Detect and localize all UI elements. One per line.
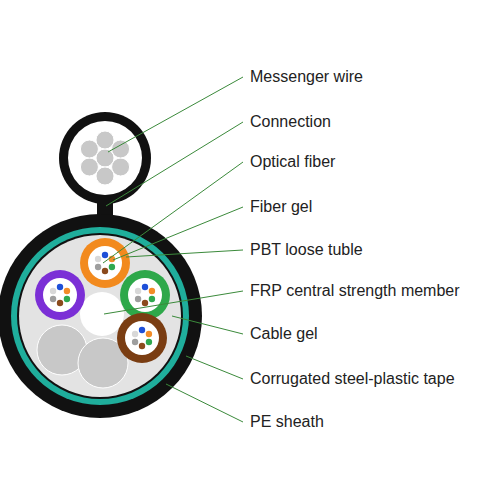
tube-wall xyxy=(35,270,85,320)
messenger-strands xyxy=(80,131,129,185)
optical-fiber xyxy=(132,331,138,337)
optical-fiber xyxy=(95,256,101,262)
part-label: Cable gel xyxy=(249,324,319,344)
tube-wall xyxy=(80,238,130,288)
part-label: Messenger wire xyxy=(249,67,364,87)
optical-fiber xyxy=(102,252,108,258)
part-label: Fiber gel xyxy=(249,197,313,217)
part-label: Corrugated steel-plastic tape xyxy=(249,369,456,389)
pe-sheath xyxy=(0,214,202,418)
pbt-tube xyxy=(35,270,85,320)
optical-fiber xyxy=(132,339,138,345)
optical-fiber xyxy=(149,296,155,302)
loose-tubes xyxy=(35,238,170,363)
messenger-sheath xyxy=(59,112,151,204)
optical-fiber xyxy=(64,288,70,294)
optical-fiber xyxy=(95,264,101,270)
steel-strand xyxy=(96,131,114,149)
messenger-core-ground xyxy=(68,121,142,195)
optical-fiber xyxy=(64,296,70,302)
steel-strand xyxy=(80,158,98,176)
leader-line xyxy=(103,162,243,263)
frp-strength-member xyxy=(80,292,124,336)
leader-line xyxy=(166,384,243,422)
steel-strand xyxy=(80,140,98,158)
optical-fiber xyxy=(135,288,141,294)
optical-fiber xyxy=(142,300,148,306)
part-label: Connection xyxy=(249,112,332,132)
leader-line xyxy=(126,250,243,257)
fiber-gel xyxy=(43,278,77,312)
optical-fiber xyxy=(109,264,115,270)
optical-fiber xyxy=(50,288,56,294)
leader-lines xyxy=(103,77,243,422)
optical-fiber xyxy=(135,296,141,302)
steel-strand xyxy=(96,167,114,185)
cable-gel xyxy=(19,235,181,397)
fiber-gel xyxy=(88,246,122,280)
optical-fiber xyxy=(57,284,63,290)
part-label: FRP central strength member xyxy=(249,281,461,301)
part-label: PBT loose tuble xyxy=(249,240,364,260)
pbt-tube xyxy=(120,270,170,320)
steel-strand xyxy=(96,149,114,167)
steel-plastic-tape xyxy=(11,227,189,405)
leader-line xyxy=(104,291,243,314)
pbt-tube xyxy=(80,238,130,288)
optical-fiber xyxy=(139,343,145,349)
tube-wall xyxy=(120,270,170,320)
leader-line xyxy=(113,207,243,260)
leader-line xyxy=(108,77,243,152)
leader-line xyxy=(106,122,243,206)
optical-fiber xyxy=(57,300,63,306)
pbt-tube xyxy=(117,313,167,363)
optical-fiber xyxy=(146,339,152,345)
leader-line xyxy=(172,316,243,334)
steel-strand xyxy=(112,158,130,176)
optical-fiber xyxy=(50,296,56,302)
optical-fiber xyxy=(149,288,155,294)
tape-inner-edge xyxy=(17,233,183,399)
tube-wall xyxy=(117,313,167,363)
part-label: PE sheath xyxy=(249,412,325,432)
optical-fiber xyxy=(142,284,148,290)
leader-line xyxy=(186,356,243,379)
part-label: Optical fiber xyxy=(249,152,336,172)
optical-fiber xyxy=(146,331,152,337)
optical-fiber xyxy=(102,268,108,274)
fiber-gel xyxy=(125,321,159,355)
optical-fiber xyxy=(139,327,145,333)
